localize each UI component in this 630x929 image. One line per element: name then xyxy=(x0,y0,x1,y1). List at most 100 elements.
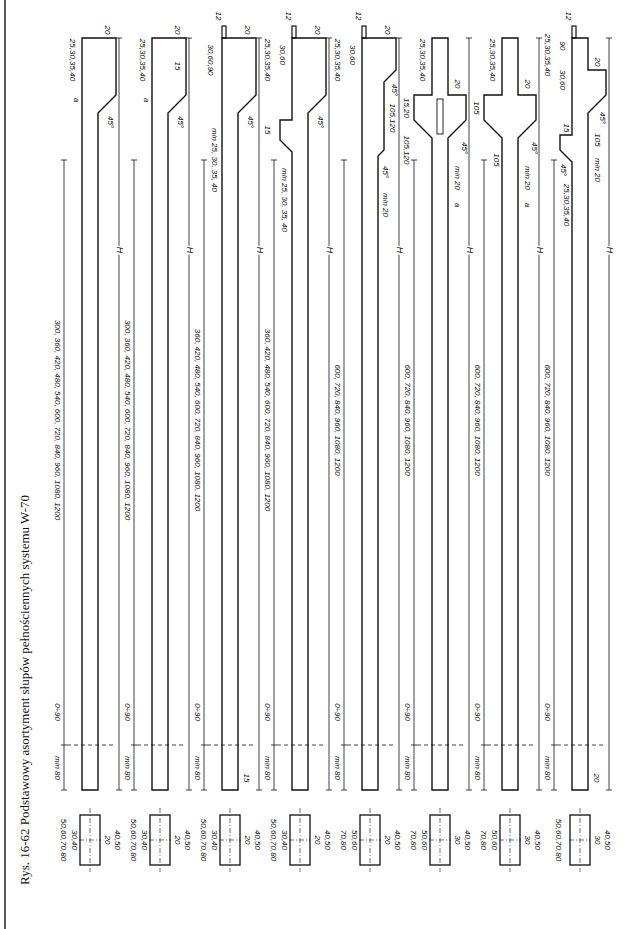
column-outline xyxy=(82,38,116,790)
dimension-label: 70,80 xyxy=(339,829,347,851)
dimension-label: H xyxy=(535,246,544,255)
dimension-tick xyxy=(271,160,277,161)
dimension-tick xyxy=(481,160,487,161)
dimension-label: 45° xyxy=(530,141,538,155)
dimension-label: 20 xyxy=(173,25,181,36)
dimension-label: 20 xyxy=(593,57,601,68)
dimension-label: min 80 xyxy=(543,755,551,781)
dimension-label: min 80 xyxy=(123,755,131,781)
dimension-tick xyxy=(131,790,137,791)
dimension-label: 0÷90 xyxy=(473,702,481,722)
dimension-label: 20 xyxy=(173,835,181,846)
dimension-label: H xyxy=(395,246,404,255)
section-axis xyxy=(219,840,241,841)
dimension-label: 30,60,90 xyxy=(206,43,214,76)
dimension-tick xyxy=(536,38,542,39)
dimension-tick xyxy=(201,790,207,791)
steel-plate xyxy=(222,26,226,38)
dimension-line xyxy=(259,38,260,790)
dimension-label: 40,50 xyxy=(183,829,191,851)
dimension-label: min 20 xyxy=(453,165,461,191)
steel-plate xyxy=(572,26,576,38)
dimension-label: 30 xyxy=(523,835,531,846)
dimension-line xyxy=(414,160,415,790)
dimension-label: 20 xyxy=(523,79,531,90)
dimension-label: min 25, 30, 35, 40 xyxy=(280,167,288,233)
dimension-label: 600, 720, 840, 960, 1080, 1200 xyxy=(403,363,411,476)
dimension-label: min 80 xyxy=(403,755,411,781)
dimension-label: 40,50 xyxy=(113,829,121,851)
dimension-label: 15 xyxy=(242,773,250,784)
dimension-tick xyxy=(256,790,262,791)
dimension-label: 20 xyxy=(103,25,111,36)
dimension-label: 30,40 xyxy=(140,829,148,851)
slot xyxy=(437,99,443,134)
dimension-label: 45° xyxy=(106,115,114,129)
dimension-label: 30,40 xyxy=(210,829,218,851)
dimension-label: 0÷90 xyxy=(333,702,341,722)
dimension-label: 45° xyxy=(559,163,567,177)
dimension-label: 105 xyxy=(492,152,500,167)
dimension-label: 40,50 xyxy=(603,829,611,851)
dimension-label: H xyxy=(115,246,124,255)
dimension-label: 12 xyxy=(564,11,572,22)
section-axis xyxy=(429,840,451,841)
dimension-line xyxy=(554,160,555,790)
dimension-label: 40,50 xyxy=(323,829,331,851)
dimension-tick xyxy=(341,745,347,746)
foundation-level xyxy=(207,745,256,746)
dimension-label: 50,60 xyxy=(420,829,428,851)
dimension-tick xyxy=(341,160,347,161)
dimension-label: 0÷90 xyxy=(403,702,411,722)
column-outline xyxy=(362,38,396,790)
dimension-label: 45° xyxy=(316,115,324,129)
foundation-level xyxy=(277,745,326,746)
dimension-label: 20 xyxy=(592,773,600,784)
dimension-label: H xyxy=(185,246,194,255)
dimension-tick xyxy=(61,745,67,746)
dimension-label: 50,60,70,80 xyxy=(269,818,277,862)
dimension-label: 25,30,35,40 xyxy=(488,38,496,82)
section-axis xyxy=(359,840,381,841)
dimension-label: 25,30,35,40 xyxy=(543,33,551,77)
dimension-label: min 20 xyxy=(593,157,601,183)
dimension-tick xyxy=(256,38,262,39)
dimension-label: 300, 360, 420, 480, 540, 600, 720, 840, … xyxy=(53,319,61,521)
dimension-label: 0÷90 xyxy=(263,702,271,722)
dimension-label: 40,50 xyxy=(463,829,471,851)
dimension-label: 50,60,70,80 xyxy=(554,818,562,862)
dimension-label: 0÷90 xyxy=(543,702,551,722)
dimension-label: 50,60,70,80 xyxy=(129,818,137,862)
dimension-label: 20 xyxy=(243,25,251,36)
dimension-label: 20 xyxy=(383,25,391,36)
dimension-label: 45° xyxy=(381,165,389,179)
dimension-tick xyxy=(186,790,192,791)
dimension-line xyxy=(64,160,65,790)
dimension-tick xyxy=(411,790,417,791)
dimension-label: 70,80 xyxy=(409,829,417,851)
column-outline xyxy=(152,38,186,790)
dimension-label: 40,50 xyxy=(393,829,401,851)
dimension-label: 20 xyxy=(383,835,391,846)
dimension-label: 50,60 xyxy=(350,829,358,851)
dimension-label: 45° xyxy=(460,141,468,155)
dimension-label: min 25, 30, 35, 40 xyxy=(210,127,218,193)
dimension-tick xyxy=(396,38,402,39)
section-axis xyxy=(569,840,591,841)
dimension-label: 40,50 xyxy=(253,829,261,851)
dimension-label: 20 xyxy=(453,79,461,90)
dimension-label: 30 xyxy=(453,835,461,846)
dimension-label: a xyxy=(523,202,531,208)
dimension-line xyxy=(484,160,485,790)
column-outline xyxy=(560,38,606,790)
dimension-label: 45° xyxy=(598,111,606,125)
dimension-line xyxy=(204,160,205,790)
dimension-label: 50,60,70,80 xyxy=(199,818,207,862)
dimension-label: 30,40 xyxy=(70,829,78,851)
dimension-label: 0÷90 xyxy=(193,702,201,722)
dimension-label: 12 xyxy=(284,11,292,22)
dimension-tick xyxy=(341,790,347,791)
column-outline xyxy=(222,38,256,790)
dimension-label: H xyxy=(255,246,264,255)
